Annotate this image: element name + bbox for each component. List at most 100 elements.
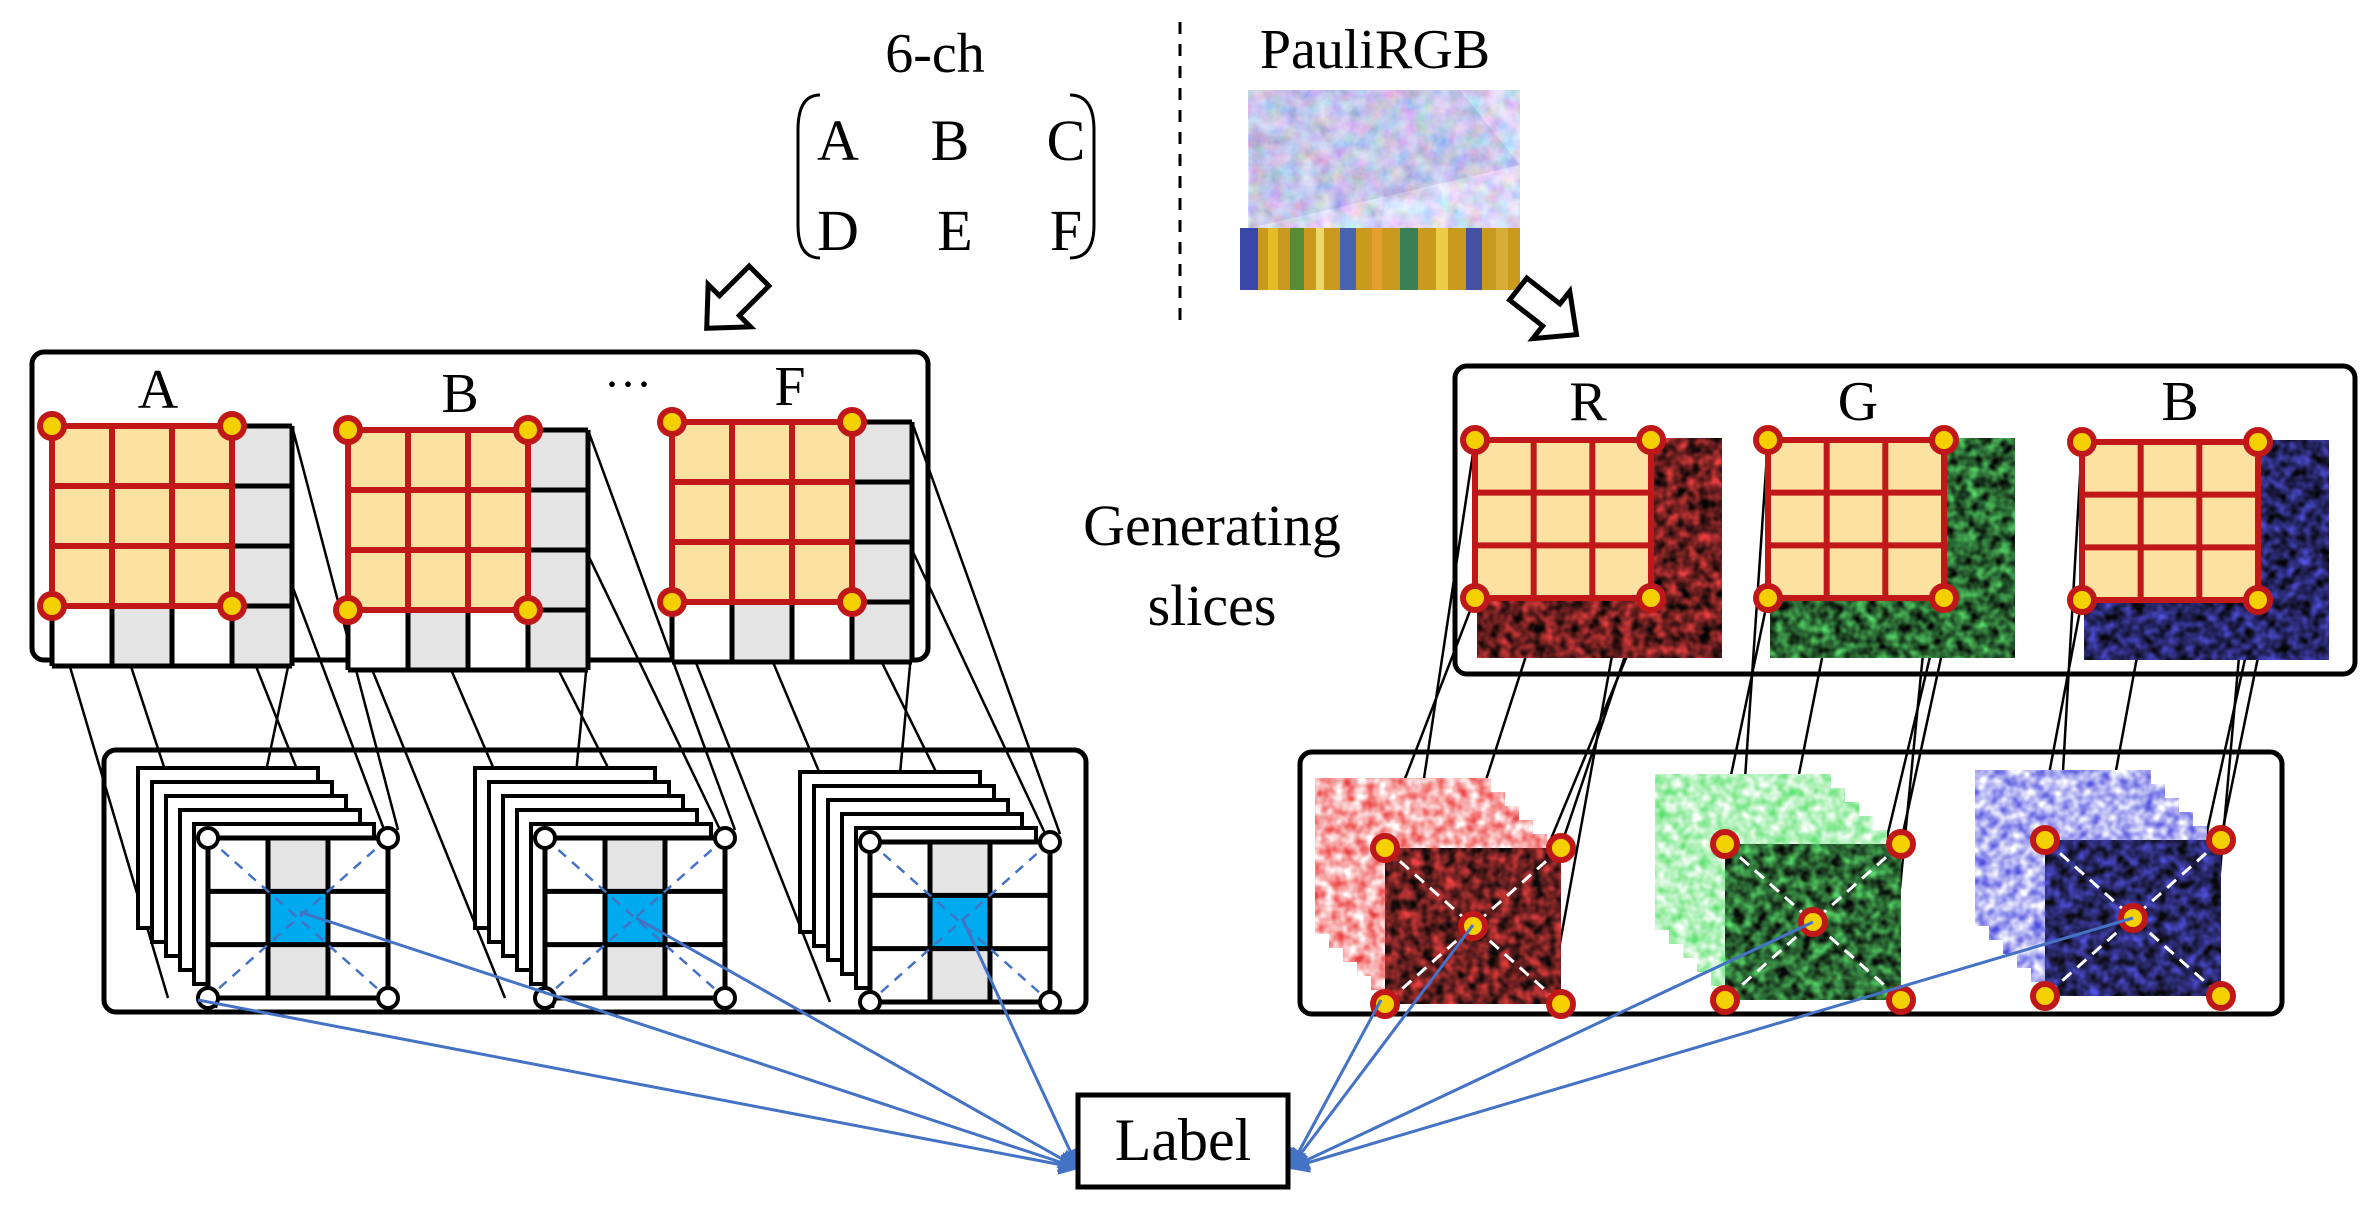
right-slice-label-r: R	[1569, 371, 1607, 433]
label-text: Label	[1115, 1107, 1252, 1173]
pauli-rgb-cube	[1240, 90, 1520, 290]
arrow-to-label	[1288, 999, 1383, 1170]
corner-point	[196, 986, 220, 1010]
corner-point	[837, 407, 867, 437]
rgb-patch-stack	[1975, 770, 2236, 1011]
corner-point	[2243, 585, 2273, 615]
diagonal	[544, 837, 726, 999]
corner-point	[533, 826, 557, 850]
generating-text-line1: Generating	[1083, 493, 1341, 558]
sliding-window	[2082, 442, 2258, 600]
corner-point	[376, 826, 400, 850]
rgb-channel-grid	[1460, 425, 1722, 658]
corner-point	[217, 591, 247, 621]
rgb-channel-grid	[2067, 427, 2329, 660]
left-patch-stacks	[136, 766, 1062, 1014]
arrow-to-label	[635, 916, 1080, 1170]
connector-line	[290, 425, 400, 831]
matrix-cell-e: E	[937, 198, 972, 263]
corner-point	[1636, 583, 1666, 613]
arrow-to-label	[1287, 916, 2134, 1173]
corner-point	[1886, 829, 1916, 859]
left-channel-grids	[37, 407, 915, 673]
right-patch-stacks	[1315, 770, 2236, 1019]
sliding-window	[1768, 440, 1944, 598]
channel-grid	[37, 411, 295, 669]
corner-point	[1370, 833, 1400, 863]
corner-point	[1370, 989, 1400, 1019]
corner-point	[837, 587, 867, 617]
corner-point	[2067, 427, 2097, 457]
patch-stack	[136, 766, 400, 1010]
corner-point	[1929, 425, 1959, 455]
corner-point	[1710, 829, 1740, 859]
connector-line	[670, 601, 832, 1003]
corner-point	[1753, 425, 1783, 455]
rgb-patch-stack	[1655, 774, 1916, 1015]
left-slice-label-f: F	[774, 356, 805, 418]
right-top-panel	[1452, 363, 2358, 677]
diagonal	[869, 841, 1051, 1003]
matrix-cell-c: C	[1047, 108, 1086, 173]
corner-point	[2030, 981, 2060, 1011]
left-slice-ellipsis: ···	[604, 358, 652, 411]
corner-point	[2206, 825, 2236, 855]
left-slice-label-b: B	[441, 363, 478, 425]
corner-point	[2067, 585, 2097, 615]
sliding-window	[348, 430, 528, 610]
channel-grid	[657, 407, 915, 665]
matrix-left-bracket	[796, 93, 821, 260]
right-channel-grids	[1460, 425, 2329, 660]
corner-point	[1546, 833, 1576, 863]
six-channel-title: 6-ch	[885, 23, 985, 85]
left-slice-label-a: A	[138, 359, 179, 421]
corner-point	[1636, 425, 1666, 455]
connector-line	[586, 429, 737, 831]
rgb-channel-grid	[1753, 425, 2015, 658]
label-box	[1075, 1092, 1291, 1190]
arrow-to-label	[197, 998, 1081, 1175]
arrow-to-label	[299, 910, 1080, 1173]
sliding-window	[1475, 440, 1651, 598]
arrow-to-label	[1288, 920, 1814, 1170]
arrow-to-label	[960, 917, 1080, 1170]
connector-line	[50, 605, 170, 999]
right-bottom-panel	[1297, 749, 2285, 1017]
left-bottom-panel	[101, 747, 1089, 1015]
hollow-arrow-left	[704, 262, 773, 331]
corner-point	[513, 415, 543, 445]
patch-stack	[798, 770, 1062, 1014]
corner-point	[713, 986, 737, 1010]
corner-point	[1929, 583, 1959, 613]
corner-point	[657, 407, 687, 437]
corner-point	[858, 830, 882, 854]
corner-point	[217, 411, 247, 441]
pauli-title: PauliRGB	[1260, 19, 1490, 81]
corner-point	[858, 990, 882, 1014]
corner-point	[333, 595, 363, 625]
corner-point	[657, 587, 687, 617]
corner-point	[1460, 583, 1490, 613]
label-arrows	[197, 910, 2134, 1175]
sliding-window	[52, 426, 232, 606]
rgb-patch-stack	[1315, 778, 1576, 1019]
corner-point	[513, 595, 543, 625]
corner-point	[1753, 583, 1783, 613]
corner-point	[37, 591, 67, 621]
corner-point	[1546, 989, 1576, 1019]
connector-line	[346, 609, 507, 999]
matrix-cell-a: A	[817, 108, 859, 173]
corner-point	[1710, 985, 1740, 1015]
right-slice-label-b: B	[2161, 371, 2198, 433]
sliding-window	[672, 422, 852, 602]
hollow-arrow-right	[1506, 274, 1580, 342]
channel-grid	[333, 415, 591, 673]
matrix-cell-b: B	[931, 108, 970, 173]
corner-point	[333, 415, 363, 445]
matrix-right-bracket	[1069, 93, 1096, 260]
corner-point	[1038, 990, 1062, 1014]
corner-point	[2030, 825, 2060, 855]
right-slice-label-g: G	[1838, 371, 1878, 433]
corner-point	[1460, 425, 1490, 455]
